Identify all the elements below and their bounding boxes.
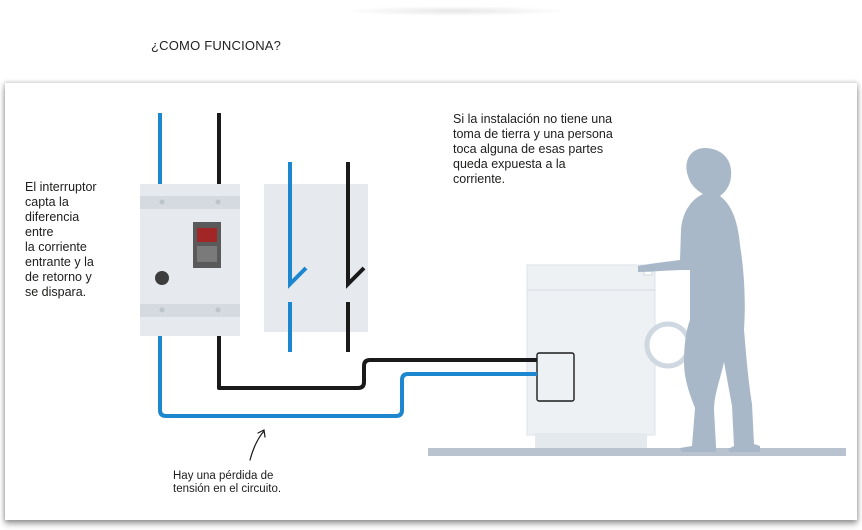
switch-lever-icon: [193, 222, 221, 268]
breaker-explanation: El interruptor capta la diferencia entre…: [25, 180, 97, 299]
top-shadow: [340, 6, 570, 16]
black-wire: [217, 113, 537, 390]
person-silhouette-icon: [638, 148, 760, 452]
test-button-icon: [155, 271, 169, 285]
page-title: ¿COMO FUNCIONA?: [151, 38, 282, 53]
curved-arrow-icon: [249, 429, 266, 461]
voltage-loss-note: Hay una pérdida de tensión en el circuit…: [173, 470, 282, 495]
open-switch-panel: [264, 162, 368, 352]
blue-wire: [158, 113, 537, 418]
grounding-explanation: Si la instalación no tiene una toma de t…: [453, 112, 613, 186]
differential-breaker: [140, 184, 240, 336]
outlet: [536, 352, 575, 402]
floor: [428, 448, 846, 456]
washing-machine-icon: [526, 264, 692, 448]
